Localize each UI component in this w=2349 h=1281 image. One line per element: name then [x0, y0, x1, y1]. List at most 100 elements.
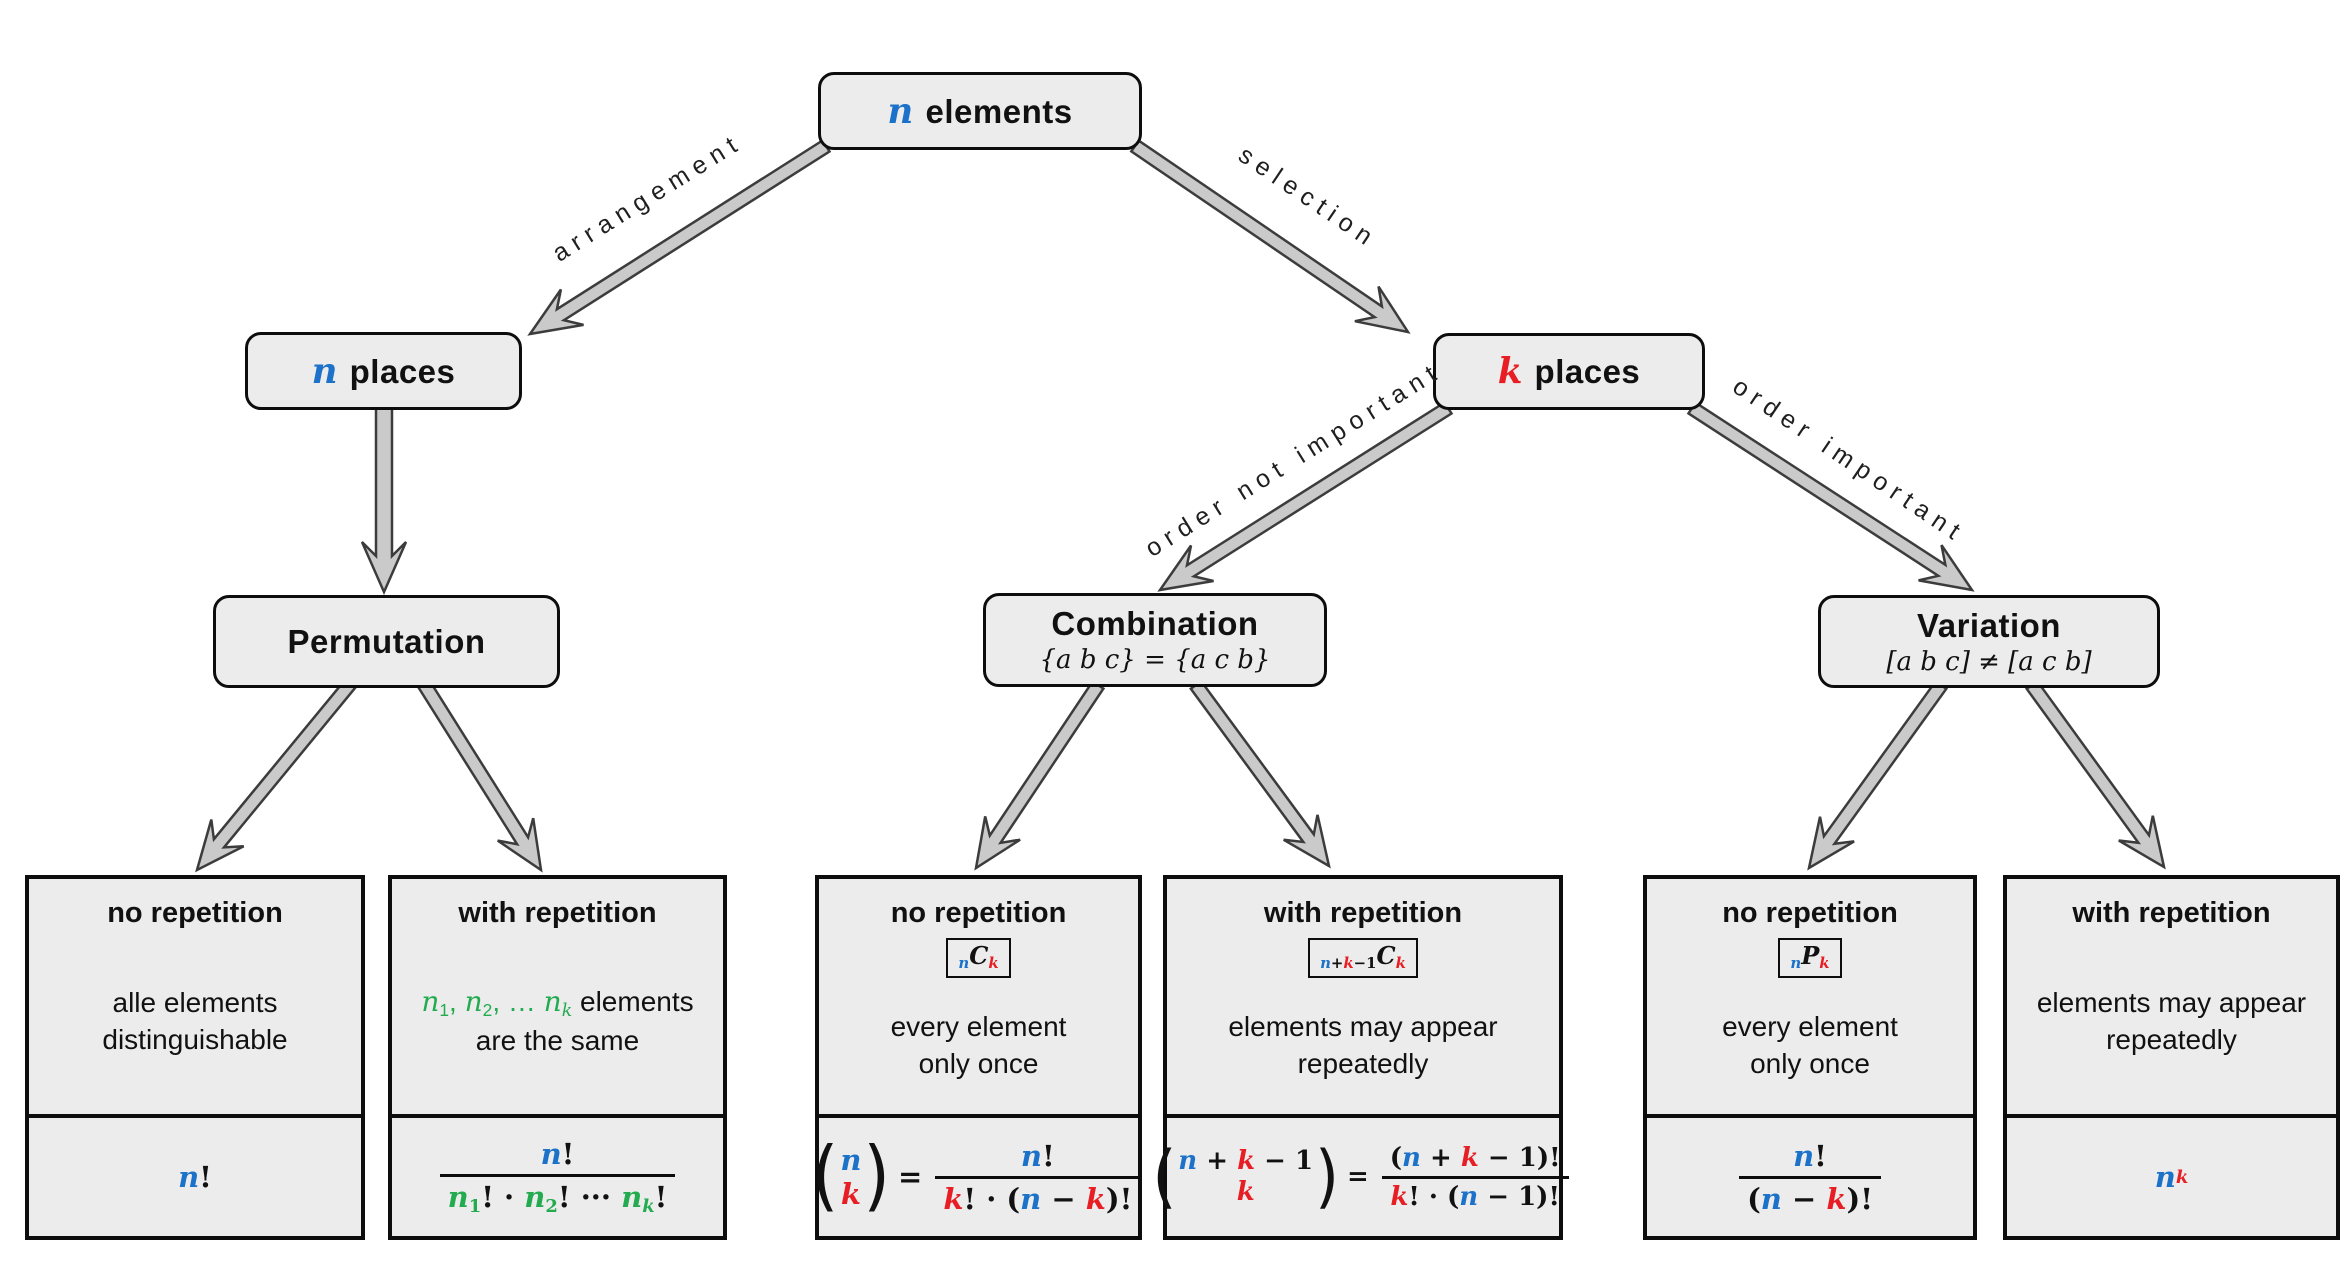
math-token: {a b c} = {a c b} — [1039, 645, 1271, 675]
math-token: Combination — [1051, 605, 1259, 642]
math-token: n — [543, 985, 562, 1019]
math-token: n — [1020, 1181, 1042, 1216]
leaf-description-line: every element — [1722, 1009, 1898, 1046]
math-token: n — [524, 1179, 546, 1214]
math-token: k — [2175, 1166, 2189, 1188]
node-permutation-label: Permutation — [287, 623, 485, 661]
node-k-places: k places — [1433, 333, 1705, 410]
node-combination: Combination{a b c} = {a c b} — [983, 593, 1327, 687]
node-permutation: Permutation — [213, 595, 560, 688]
arrow-combination-to-with-rep — [1189, 679, 1331, 869]
math-token: − 1)! — [1478, 1181, 1560, 1212]
math-token: − 1)! — [1478, 1142, 1561, 1173]
math-token: C — [1376, 941, 1396, 970]
node-n-places: n places — [245, 332, 522, 410]
arrow-root-to-k-places — [1129, 138, 1411, 334]
arrow-permutation-to-no-rep — [195, 678, 357, 873]
leaf-formula: n! — [29, 1118, 361, 1236]
math-token: elements may appear — [2036, 987, 2307, 1019]
math-token: ! · ( — [963, 1181, 1021, 1216]
math-token: n — [2154, 1160, 2176, 1194]
math-token: = — [1346, 1162, 1369, 1192]
math-token: Permutation — [287, 622, 486, 660]
leaf-description-line: repeatedly — [2037, 1022, 2306, 1059]
arrow-combination-to-no-rep — [974, 679, 1106, 871]
leaf-description-line: every element — [891, 1009, 1067, 1046]
math-token: ! — [199, 1160, 212, 1194]
math-token: n — [1020, 1138, 1042, 1173]
node-n-places-label: n places — [312, 351, 456, 392]
math-token: k — [1343, 954, 1354, 973]
math-token: ! — [561, 1136, 575, 1171]
leaf-formula: n!n1! · n2! ··· nk! — [392, 1118, 723, 1236]
math-token: n — [621, 1179, 643, 1214]
math-token: n — [1459, 1181, 1479, 1212]
leaf-title: no repetition — [1722, 897, 1898, 929]
node-combination-subtitle: {a b c} = {a c b} — [1040, 645, 1271, 675]
node-n-elements: n elements — [818, 72, 1142, 150]
leaf-title: with repetition — [2072, 897, 2271, 929]
leaf-description-line: n1, n2, … nk elements — [421, 984, 693, 1023]
math-token: only once — [1750, 1047, 1870, 1079]
math-token: ! ··· — [557, 1179, 622, 1214]
math-token: = — [898, 1160, 923, 1194]
math-token: + — [1197, 1146, 1238, 1177]
math-token: k — [642, 1196, 655, 1218]
math-token: k — [943, 1181, 964, 1216]
math-token: 2 — [545, 1196, 558, 1218]
math-token: )! — [1105, 1181, 1133, 1216]
math-token: + — [1330, 954, 1344, 973]
arrow-variation-to-with-rep — [2024, 679, 2166, 870]
math-token: places — [1524, 353, 1641, 390]
math-token: n — [958, 954, 970, 973]
math-token: [a b c] ≠ [a c b] — [1886, 646, 2092, 677]
math-token: only once — [918, 1047, 1039, 1079]
math-token: n — [464, 985, 483, 1019]
leaf-title: no repetition — [107, 897, 283, 929]
leaf-description-line: elements may appear — [2037, 985, 2306, 1022]
math-token: places — [339, 352, 456, 390]
node-combination-label: Combination — [1051, 605, 1258, 643]
math-token: −1 — [1353, 954, 1377, 973]
math-token: − — [1041, 1181, 1086, 1216]
math-token: n — [1760, 1181, 1782, 1216]
math-token: + — [1420, 1142, 1461, 1173]
math-token: elements — [572, 986, 694, 1018]
leaf-title: with repetition — [1263, 897, 1463, 929]
fraction: (n + k − 1)!k! · (n − 1)! — [1381, 1142, 1569, 1212]
node-k-places-label: k places — [1498, 351, 1641, 392]
leaf-description-line: only once — [891, 1046, 1067, 1083]
math-token: n — [178, 1160, 200, 1194]
math-token: − 1 — [1255, 1146, 1314, 1177]
leaf-symbol-badge: nCk — [946, 938, 1011, 978]
math-token: n — [1793, 1138, 1815, 1173]
math-token: k — [561, 1001, 573, 1021]
math-token: C — [969, 941, 989, 970]
math-token: 2 — [482, 1000, 493, 1020]
leaf-description-line: alle elements — [102, 985, 287, 1022]
arrow-root-to-n-places — [527, 138, 832, 336]
math-token: 1 — [439, 1000, 450, 1020]
math-token: k — [988, 954, 999, 973]
math-token: repeatedly — [1297, 1047, 1429, 1079]
math-token: k — [1236, 1177, 1255, 1207]
math-token: ! · ( — [1408, 1181, 1460, 1212]
arrow-permutation-to-with-rep — [416, 678, 543, 873]
math-token: k — [1460, 1142, 1479, 1173]
node-variation: Variation[a b c] ≠ [a c b] — [1818, 595, 2160, 688]
node-variation-label: Variation — [1917, 607, 2061, 645]
